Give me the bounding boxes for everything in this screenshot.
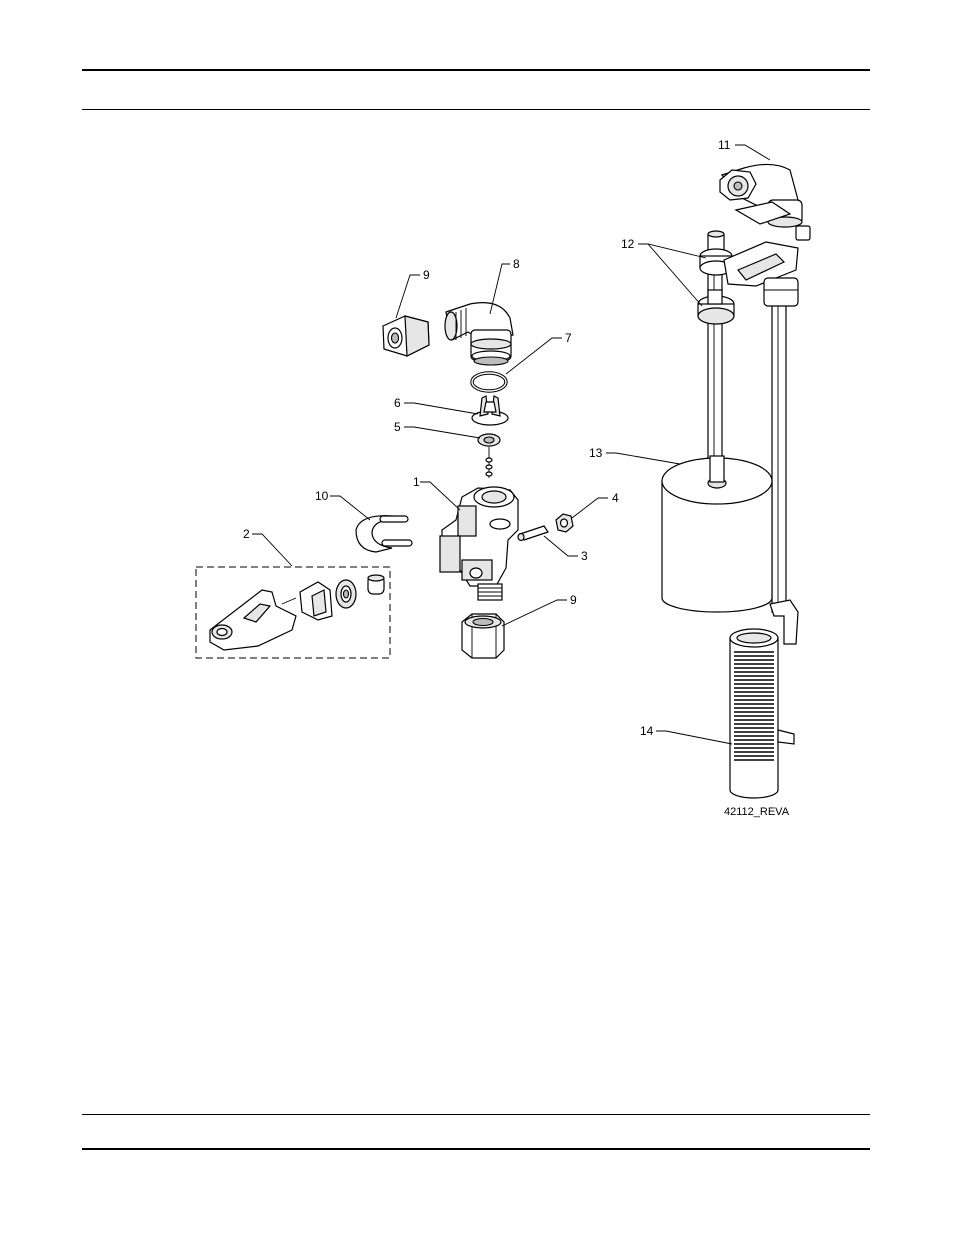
callout-13: 13 [589, 446, 603, 460]
part-9-upper-nut [383, 316, 429, 356]
callout-2: 2 [243, 527, 250, 541]
callout-1: 1 [413, 475, 420, 489]
callout-12: 12 [621, 237, 635, 251]
callout-14: 14 [640, 724, 654, 738]
part-9-lower-nut [462, 614, 504, 658]
part-8-elbow-fitting [445, 303, 513, 365]
part-2-kit [196, 567, 390, 658]
part-5-washer [478, 434, 500, 478]
callout-8: 8 [513, 257, 520, 271]
callout-5: 5 [394, 420, 401, 434]
part-10-u-clip [356, 516, 412, 552]
callout-7: 7 [565, 331, 572, 345]
part-11-riser-elbow [720, 164, 802, 227]
callout-9-lower: 9 [570, 593, 577, 607]
part-6-flow-control [472, 396, 508, 425]
callout-9-upper: 9 [423, 268, 430, 282]
leader-lines [252, 145, 770, 744]
part-7-o-ring [472, 373, 506, 391]
part-13-float [662, 456, 772, 612]
part-1-valve-body [440, 487, 518, 600]
callout-6: 6 [394, 396, 401, 410]
drawing-id: 42112_REVA [724, 806, 790, 818]
callout-3: 3 [581, 549, 588, 563]
callout-10: 10 [315, 489, 329, 503]
part-4-hex-nut [556, 514, 573, 532]
callout-11: 11 [718, 138, 731, 152]
part-12-collars [698, 226, 810, 324]
callout-4: 4 [612, 491, 619, 505]
part-14-strainer-screen [730, 629, 794, 798]
part-3-pin [518, 526, 548, 541]
